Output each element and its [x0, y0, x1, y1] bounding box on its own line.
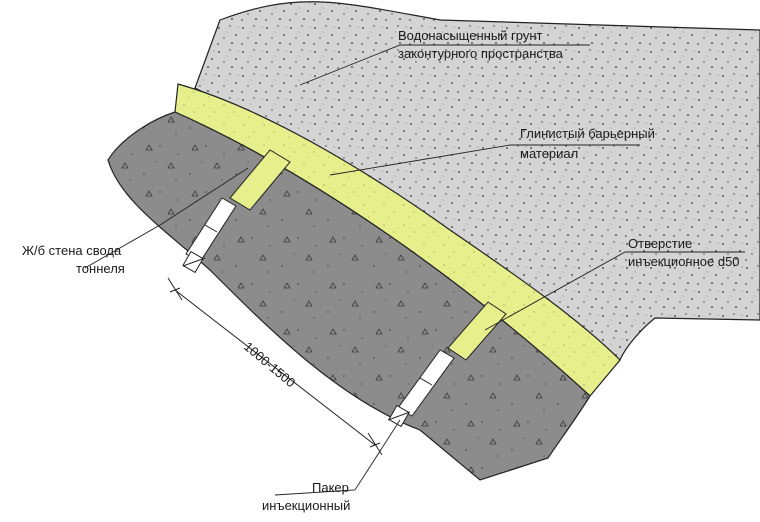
injection-hole-2: [397, 301, 507, 417]
packer-label-line2: инъекционный: [262, 498, 350, 513]
wall-label-line2: тоннеля: [76, 261, 125, 276]
packer-label-line1: Пакер: [312, 480, 349, 495]
leader-lines: [84, 44, 745, 496]
wall-label-line1: Ж/б стена свода: [22, 243, 122, 258]
injection-packer-1: [182, 250, 206, 274]
hole-label-line2: инъекционное d50: [628, 254, 740, 269]
soil-label-line1: Водонасыщенный грунт: [398, 28, 543, 43]
soil-label-line2: законтурного пространства: [398, 46, 564, 61]
hole-label-line1: Отверстие: [628, 236, 692, 251]
clay-label-line1: Глинистый барьерный: [520, 126, 655, 141]
injection-packer-2: [387, 404, 411, 428]
clay-label-line2: материал: [520, 146, 578, 161]
